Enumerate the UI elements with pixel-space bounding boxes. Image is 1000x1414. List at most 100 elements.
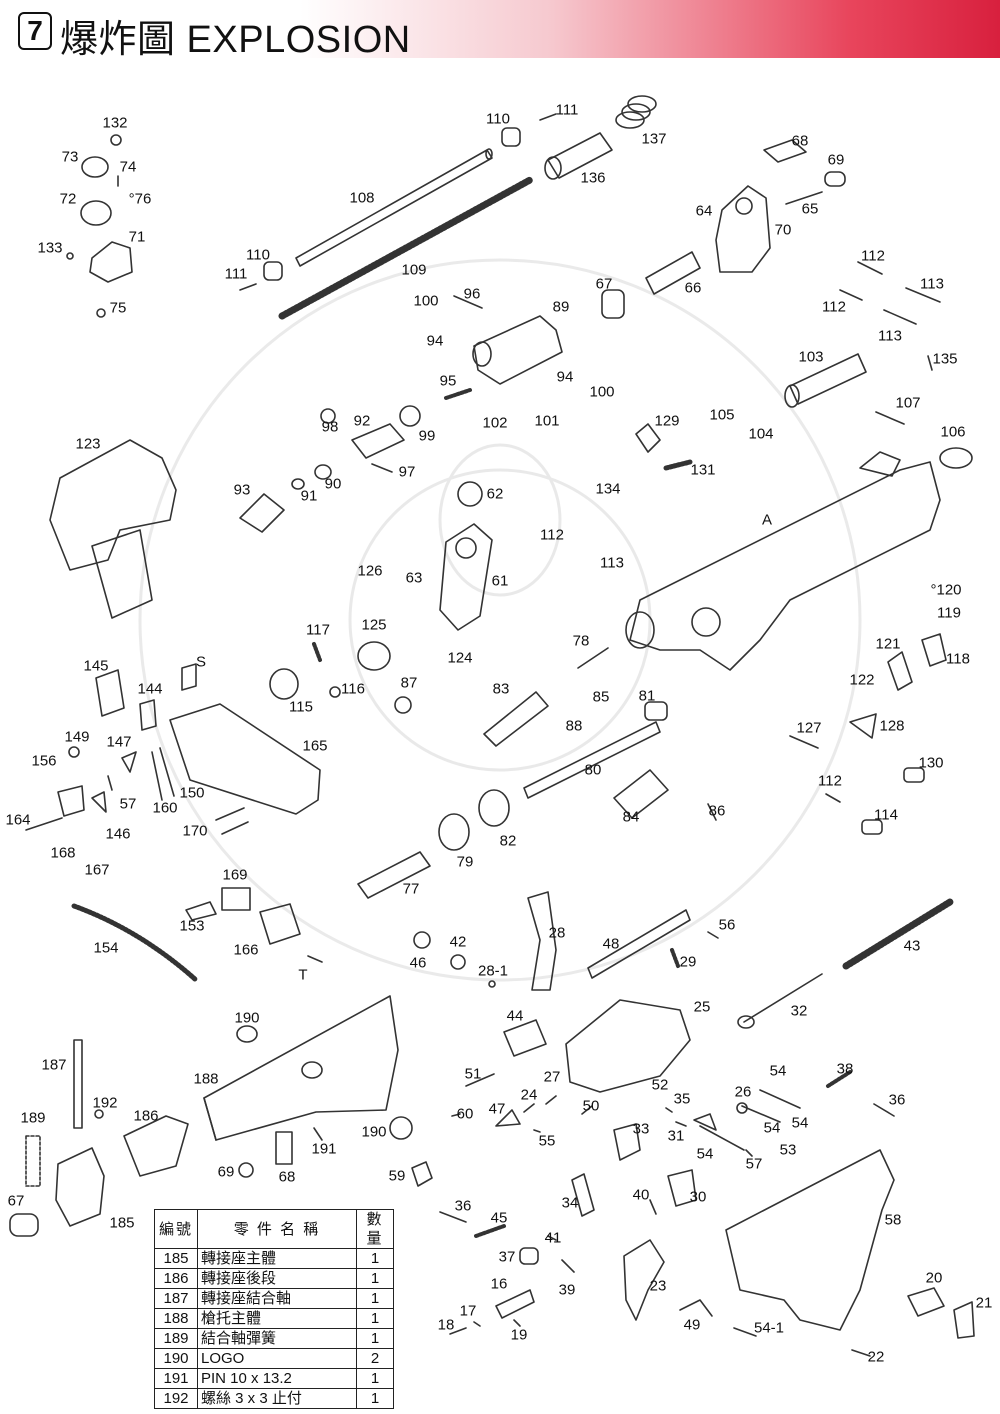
part-label: 96 xyxy=(463,285,481,303)
part-label: 50 xyxy=(582,1097,600,1115)
part-label: 64 xyxy=(695,202,713,220)
part-label: 170 xyxy=(182,822,208,840)
part-label: T xyxy=(298,966,308,984)
part-110-bushing xyxy=(263,127,521,281)
part-label: 145 xyxy=(83,657,109,675)
cell-name: 槍托主體 xyxy=(197,1308,357,1329)
part-label: 131 xyxy=(690,461,716,479)
part-label: 123 xyxy=(75,435,101,453)
cell-number: 192 xyxy=(154,1388,198,1409)
part-label: 28 xyxy=(548,924,566,942)
part-label: 144 xyxy=(137,680,163,698)
part-label: 73 xyxy=(61,148,79,166)
part-label: 78 xyxy=(572,632,590,650)
part-label: °76 xyxy=(128,190,152,208)
part-106-cap xyxy=(939,447,973,469)
part-label: 100 xyxy=(589,383,615,401)
cell-qty: 1 xyxy=(356,1308,394,1329)
part-label: 43 xyxy=(903,937,921,955)
cell-number: 191 xyxy=(154,1368,198,1389)
part-label: 59 xyxy=(388,1167,406,1185)
cell-name: PIN 10 x 13.2 xyxy=(197,1368,357,1389)
part-label: 33 xyxy=(632,1120,650,1138)
part-label: 38 xyxy=(836,1060,854,1078)
cell-number: 188 xyxy=(154,1308,198,1329)
part-label: 18 xyxy=(437,1316,455,1334)
cell-qty: 1 xyxy=(356,1328,394,1349)
cell-name: 轉接座後段 xyxy=(197,1268,357,1289)
part-label: 112 xyxy=(861,247,885,265)
part-label: 113 xyxy=(878,327,902,345)
cell-name: 結合軸彈簧 xyxy=(197,1328,357,1349)
part-label: 147 xyxy=(106,733,132,751)
part-label: 54 xyxy=(791,1114,809,1132)
part-label: 185 xyxy=(109,1214,135,1232)
part-pins-right xyxy=(839,261,941,371)
part-label: 69 xyxy=(827,151,845,169)
part-label: 192 xyxy=(92,1094,118,1112)
part-96-pin xyxy=(453,295,483,309)
part-108-barrel xyxy=(295,148,493,267)
part-label: 132 xyxy=(102,114,128,132)
part-label: 77 xyxy=(402,880,420,898)
part-label: 56 xyxy=(718,916,736,934)
part-label: 146 xyxy=(105,825,131,843)
part-label: 80 xyxy=(584,761,602,779)
part-label: 97 xyxy=(398,463,416,481)
part-154-spring xyxy=(71,903,199,983)
part-label: 36 xyxy=(888,1091,906,1109)
cell-name: LOGO xyxy=(197,1348,357,1369)
part-label: 188 xyxy=(193,1070,219,1088)
part-label: 122 xyxy=(849,671,875,689)
part-label: 112 xyxy=(540,526,564,544)
part-137-spring xyxy=(615,95,657,129)
part-118-121-128 xyxy=(789,633,947,835)
part-label: 57 xyxy=(119,795,137,813)
part-label: 101 xyxy=(534,412,560,430)
cell-name: 轉接座結合軸 xyxy=(197,1288,357,1309)
part-84-77 xyxy=(357,769,717,899)
part-trigger-group-mid xyxy=(413,891,719,991)
part-20-21-22 xyxy=(851,1287,975,1357)
part-label: °120 xyxy=(930,581,962,599)
part-label: 71 xyxy=(128,228,146,246)
part-label: 127 xyxy=(796,719,822,737)
part-label: 168 xyxy=(50,844,76,862)
cell-name: 螺絲 3 x 3 止付 xyxy=(197,1388,357,1409)
part-label: 57 xyxy=(745,1155,763,1173)
part-label: 21 xyxy=(975,1294,993,1312)
part-label: 67 xyxy=(595,275,613,293)
part-label: 133 xyxy=(37,239,63,257)
part-label: 91 xyxy=(300,487,318,505)
part-label: 115 xyxy=(289,698,313,716)
part-label: 60 xyxy=(456,1105,474,1123)
part-label: 128 xyxy=(879,717,905,735)
part-label: 137 xyxy=(641,130,667,148)
part-label: 187 xyxy=(41,1056,67,1074)
part-label: 124 xyxy=(447,649,473,667)
part-185-adapter xyxy=(9,1039,189,1237)
part-label: 134 xyxy=(595,480,621,498)
part-label: 116 xyxy=(341,680,365,698)
part-lower-small-parts xyxy=(411,1070,895,1337)
cell-qty: 1 xyxy=(356,1248,394,1269)
part-165-magazine xyxy=(95,663,321,815)
part-label: 104 xyxy=(748,425,774,443)
part-label: 63 xyxy=(405,569,423,587)
part-label: 92 xyxy=(353,412,371,430)
part-A-upper-receiver xyxy=(625,451,941,671)
part-label: 114 xyxy=(874,806,898,824)
part-92-chamber xyxy=(239,405,421,533)
part-label: 30 xyxy=(689,1188,707,1206)
part-label: 22 xyxy=(867,1348,885,1366)
part-label: 37 xyxy=(498,1248,516,1266)
part-label: 90 xyxy=(324,475,342,493)
part-label: 189 xyxy=(20,1109,46,1127)
part-label: 44 xyxy=(506,1007,524,1025)
cell-qty: 2 xyxy=(356,1348,394,1369)
cell-qty: 1 xyxy=(356,1388,394,1409)
